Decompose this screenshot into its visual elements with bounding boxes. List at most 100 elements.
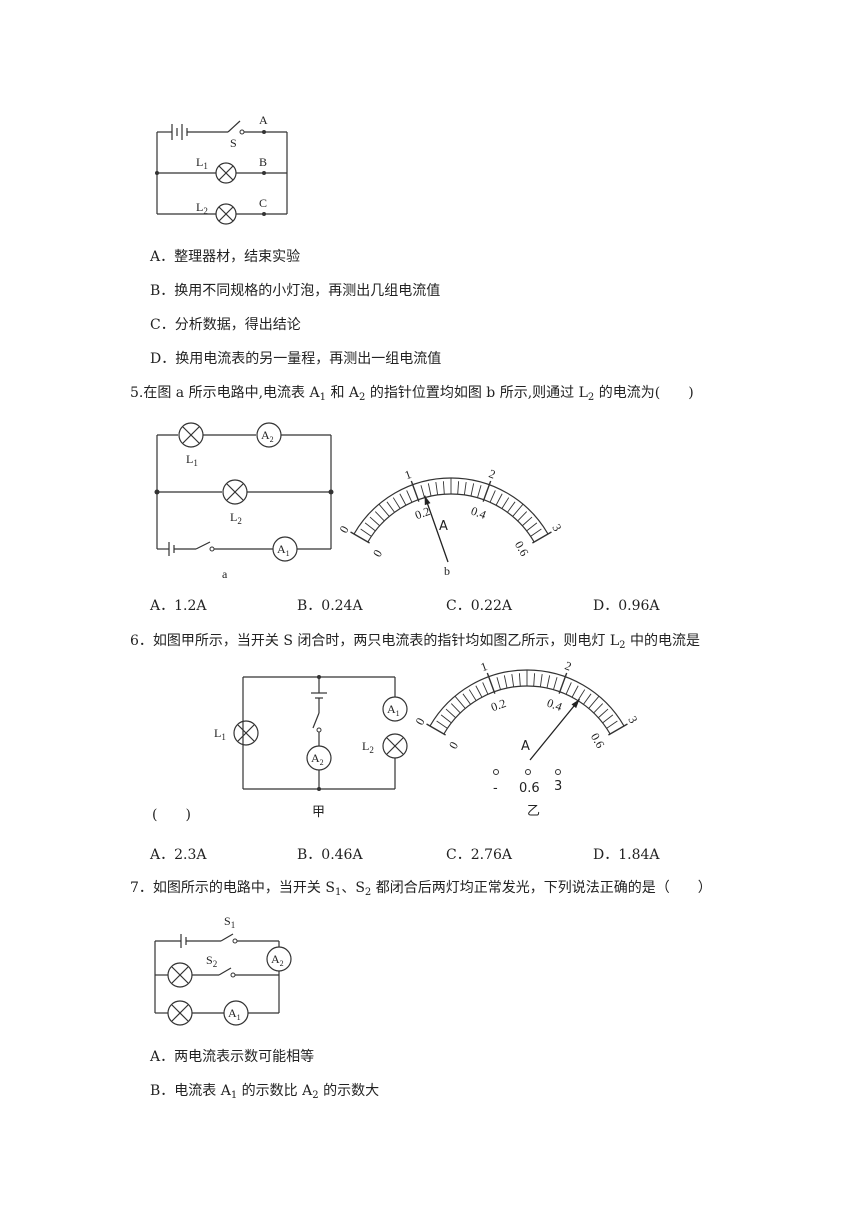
lamp-l2-label: L2 xyxy=(230,510,242,526)
q4-option-b: B．换用不同规格的小灯泡，再测出几组电流值 xyxy=(150,283,441,299)
scale-tick xyxy=(501,497,510,509)
lower-scale-label: 0.2 xyxy=(489,696,508,714)
terminal-negative-label: - xyxy=(493,781,498,796)
scale-tick xyxy=(583,693,592,705)
scale-tick xyxy=(530,528,542,537)
scale-tick xyxy=(533,673,536,687)
scale-tick xyxy=(507,501,516,513)
q4-option-d: D．换用电流表的另一量程，再测出一组电流值 xyxy=(150,351,442,367)
q7-option-a: A．两电流表示数可能相等 xyxy=(150,1049,315,1065)
lamp-l1-label: L1 xyxy=(196,155,208,171)
terminal-negative xyxy=(493,769,499,775)
q4-option-a: A．整理器材，结束实验 xyxy=(150,249,301,265)
scale-tick xyxy=(522,516,533,527)
lower-scale-label: 0.2 xyxy=(413,504,432,522)
ammeter-a1-label: A1 xyxy=(277,542,290,558)
scale-tick xyxy=(463,481,467,495)
scale-tick xyxy=(571,685,579,698)
scale-tick xyxy=(427,483,432,497)
scale-tick xyxy=(374,511,385,522)
terminal-3 xyxy=(555,769,561,775)
scale-tick xyxy=(442,481,445,495)
q6-stem: 6．如图甲所示，当开关 S 闭合时，两只电流表的指针均如图乙所示，则电灯 L2 … xyxy=(130,633,700,651)
scale-tick xyxy=(482,682,489,695)
unit-label: A xyxy=(439,519,448,534)
scale-tick xyxy=(392,497,401,509)
scale-tick xyxy=(512,503,524,517)
needle-arrowhead xyxy=(424,495,431,506)
ammeter-a2-label: A2 xyxy=(271,952,284,968)
upper-scale-label: 1 xyxy=(403,467,413,482)
scale-inner-arc xyxy=(443,685,611,735)
point-c-label: C xyxy=(259,196,267,210)
q5-option-b: B．0.24A xyxy=(297,598,363,614)
scale-tick xyxy=(369,516,380,527)
switch-blade xyxy=(227,120,241,133)
lower-scale-label: 0.6 xyxy=(588,731,608,751)
lamp-l1-symbol xyxy=(233,720,259,746)
scale-tick xyxy=(457,481,460,495)
scale-tick xyxy=(553,677,558,690)
scale-inner-arc xyxy=(367,493,535,543)
point-b-label: B xyxy=(259,155,267,169)
ammeter-a1-label: A1 xyxy=(387,702,400,718)
lamp-l1-label: L1 xyxy=(186,452,198,468)
scale-tick xyxy=(435,481,439,495)
ammeter-a2-label: A2 xyxy=(261,428,274,444)
scale-tick xyxy=(511,673,515,687)
q7-stem: 7．如图所示的电路中，当开关 S1、S2 都闭合后两灯均正常发光，下列说法正确的… xyxy=(130,880,712,898)
scale-tick xyxy=(450,703,461,714)
scale-tick xyxy=(546,675,551,689)
scale-tick xyxy=(577,689,586,701)
scale-tick xyxy=(608,723,628,736)
scale-tick xyxy=(526,522,538,532)
switch-s-label: S xyxy=(230,136,237,150)
figure-yi-caption: 乙 xyxy=(527,804,540,819)
scale-tick xyxy=(496,677,501,690)
upper-scale-label: 2 xyxy=(487,466,497,481)
figure-a-caption: a xyxy=(222,567,228,581)
q7-option-b: B．电流表 A1 的示数比 A2 的示数大 xyxy=(150,1083,380,1101)
upper-scale-label: 1 xyxy=(479,659,489,674)
scale-tick xyxy=(606,720,618,729)
upper-scale-label: 2 xyxy=(563,658,573,673)
scale-tick xyxy=(468,689,477,701)
q5-option-a: A．1.2A xyxy=(150,598,207,614)
lamp-l2-label: L2 xyxy=(362,739,374,755)
q5-option-d: D．0.96A xyxy=(593,598,660,614)
switch-s1-label: S1 xyxy=(224,914,235,930)
scale-tick xyxy=(495,493,503,506)
lamp-l1-label: L1 xyxy=(214,726,226,742)
q4-option-c: C．分析数据，得出结论 xyxy=(150,317,301,333)
lower-scale-label: 0.4 xyxy=(469,504,488,522)
scale-tick xyxy=(378,503,390,517)
terminal-0-6 xyxy=(525,769,531,775)
scale-tick xyxy=(593,703,604,714)
terminal-0-6-label: 0.6 xyxy=(519,781,540,796)
scale-tick xyxy=(475,685,483,698)
lower-scale-label: 0.6 xyxy=(512,539,532,559)
scale-tick xyxy=(598,708,609,719)
scale-tick xyxy=(445,708,456,719)
scale-tick xyxy=(532,531,552,544)
lamp-l2-label: L2 xyxy=(196,200,208,216)
unit-label: A xyxy=(521,739,530,754)
scale-tick xyxy=(482,480,492,502)
scale-tick xyxy=(440,714,452,724)
terminal-3-label: 3 xyxy=(554,779,562,794)
ammeter-a1-label: A1 xyxy=(228,1006,241,1022)
scale-tick xyxy=(558,672,568,694)
q6-option-c: C．2.76A xyxy=(446,847,512,863)
q6-option-d: D．1.84A xyxy=(593,847,660,863)
scale-tick xyxy=(399,493,407,506)
needle-arrowhead xyxy=(571,699,580,709)
scale-tick xyxy=(462,693,471,705)
scale-tick xyxy=(454,695,466,709)
scale-tick xyxy=(350,531,370,544)
